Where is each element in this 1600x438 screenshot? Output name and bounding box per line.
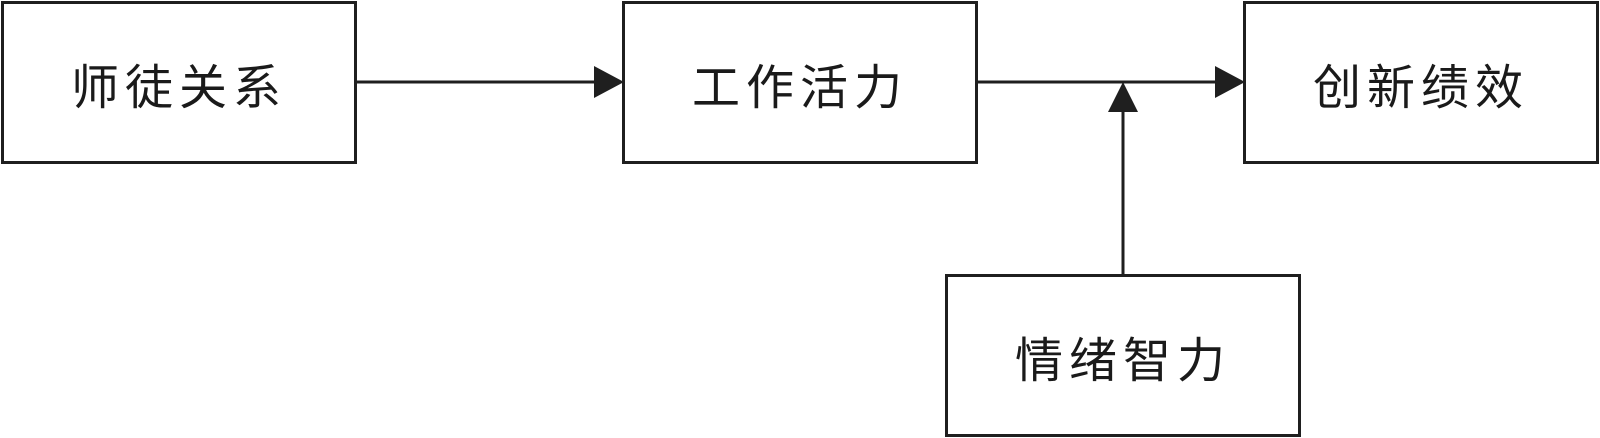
node-mentor-relationship-label: 师徒关系 <box>70 59 287 116</box>
edge-mentor-to-vitality-arrowhead <box>594 66 624 98</box>
node-work-vitality: 工作活力 <box>622 1 978 164</box>
node-mentor-relationship: 师徒关系 <box>1 1 357 164</box>
node-emotional-intelligence: 情绪智力 <box>945 274 1301 437</box>
edge-moderator-arrowhead <box>1108 82 1138 112</box>
edge-vitality-to-innovation-arrowhead <box>1215 66 1245 98</box>
node-innovation-performance-label: 创新绩效 <box>1312 59 1529 116</box>
node-emotional-intelligence-label: 情绪智力 <box>1014 332 1231 389</box>
node-innovation-performance: 创新绩效 <box>1243 1 1599 164</box>
node-work-vitality-label: 工作活力 <box>691 59 908 116</box>
